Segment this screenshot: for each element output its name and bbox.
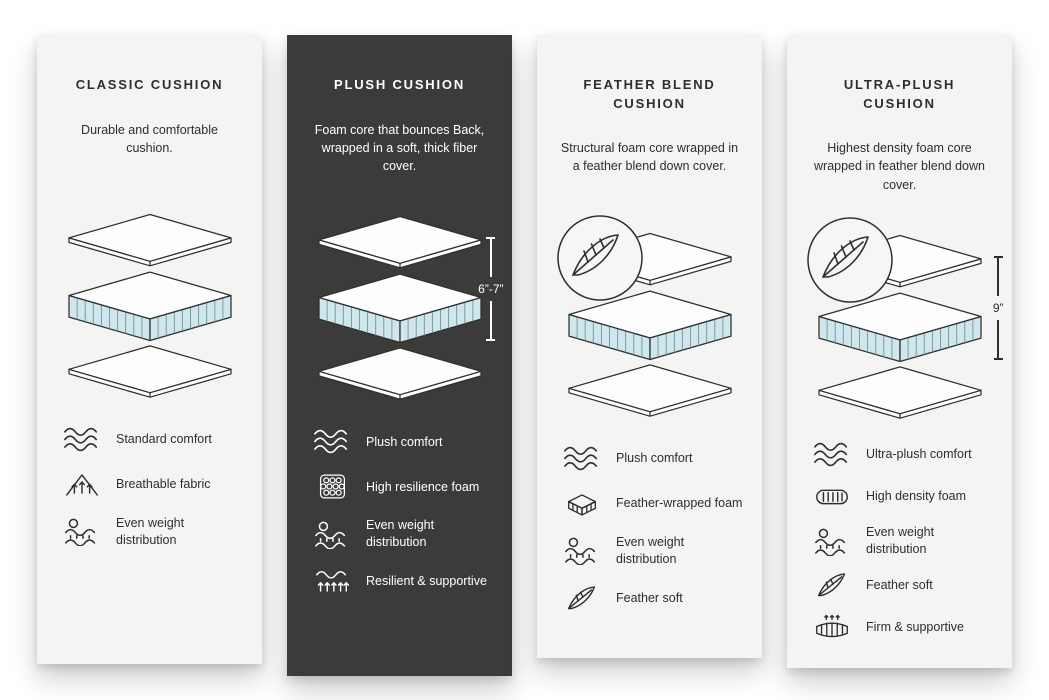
- breathable-icon: [61, 470, 103, 499]
- feature-item: Breathable fabric: [61, 470, 244, 499]
- feature-item: Even weight distribution: [61, 515, 244, 549]
- measurement-label: 6”-7”: [478, 282, 504, 297]
- measure-cap: [993, 256, 1003, 259]
- feature-item: High density foam: [811, 482, 994, 511]
- feature-label: Feather soft: [866, 577, 933, 592]
- card-ultra-plush-cushion: ULTRA-PLUSH CUSHION Highest density foam…: [787, 35, 1012, 668]
- weight-distribution-icon: [61, 517, 103, 547]
- feature-item: Plush comfort: [561, 444, 744, 473]
- card-plush-cushion: PLUSH CUSHION Foam core that bounces Bac…: [287, 35, 512, 676]
- card-feather-blend-cushion: FEATHER BLEND CUSHION Structural foam co…: [537, 35, 762, 658]
- feature-list: Ultra-plush comfort High density foam Ev…: [805, 440, 994, 642]
- feature-item: Standard comfort: [61, 425, 244, 454]
- feature-label: Plush comfort: [616, 450, 693, 465]
- card-title: ULTRA-PLUSH CUSHION: [843, 76, 956, 111]
- cushion-illustration: [556, 214, 740, 420]
- card-title: FEATHER BLEND CUSHION: [583, 76, 716, 111]
- waves-icon: [561, 444, 603, 473]
- waves-icon: [811, 440, 853, 469]
- weight-distribution-icon: [811, 527, 853, 556]
- feature-label: Even weight distribution: [366, 518, 435, 550]
- weight-distribution-icon: [311, 520, 353, 549]
- measure-cap: [486, 339, 496, 342]
- measure-cap: [486, 237, 496, 240]
- measure-line: [490, 301, 492, 340]
- feature-label: Firm & supportive: [866, 619, 964, 634]
- feature-label: Standard comfort: [116, 432, 212, 447]
- feature-item: Even weight distribution: [811, 524, 994, 558]
- measure-cap: [993, 358, 1003, 361]
- cushion-illustration: 9”: [806, 217, 1004, 422]
- measure-line: [997, 258, 999, 297]
- cushion-illustration: [60, 209, 240, 401]
- cushion-comparison-board: CLASSIC CUSHION Durable and comfortable …: [37, 35, 1012, 676]
- card-description: Highest density foam core wrapped in fea…: [814, 141, 985, 192]
- card-classic-cushion: CLASSIC CUSHION Durable and comfortable …: [37, 35, 262, 664]
- feather-badge-icon: [556, 214, 643, 301]
- cushion-layers-diagram: [67, 213, 232, 398]
- measure-line: [490, 239, 492, 278]
- foam-block-icon: [561, 489, 603, 518]
- density-foam-icon: [811, 482, 853, 511]
- measure-line: [997, 320, 999, 359]
- feature-label: Even weight distribution: [616, 534, 685, 566]
- card-description: Structural foam core wrapped in a feathe…: [560, 141, 739, 174]
- feature-list: Plush comfort High resilience foam Even …: [305, 427, 494, 596]
- feature-label: Resilient & supportive: [366, 574, 487, 589]
- card-description: Durable and comfortable cushion.: [81, 122, 218, 155]
- card-title: PLUSH CUSHION: [333, 76, 466, 92]
- feature-label: Feather soft: [616, 590, 683, 605]
- feature-label: High resilience foam: [366, 479, 480, 494]
- feature-item: Resilient & supportive: [311, 567, 494, 596]
- waves-icon: [311, 427, 353, 456]
- feature-label: Ultra-plush comfort: [866, 447, 972, 462]
- feature-item: Feather soft: [811, 571, 994, 600]
- cushion-layers-diagram: [317, 216, 482, 401]
- feather-icon: [811, 571, 853, 600]
- feature-item: Even weight distribution: [561, 534, 744, 568]
- feather-badge-icon: [806, 217, 893, 303]
- feature-item: Feather soft: [561, 584, 744, 613]
- feature-label: Plush comfort: [366, 434, 443, 449]
- feather-badge: [555, 213, 645, 303]
- feather-icon: [561, 584, 603, 613]
- feature-item: Ultra-plush comfort: [811, 440, 994, 469]
- springs-icon: [311, 567, 353, 596]
- feature-item: Feather-wrapped foam: [561, 489, 744, 518]
- feature-label: Even weight distribution: [116, 516, 185, 547]
- card-title: CLASSIC CUSHION: [75, 76, 224, 92]
- weight-distribution-icon: [561, 536, 603, 566]
- feature-label: Even weight distribution: [866, 525, 935, 556]
- height-measurement: 9”: [992, 256, 1004, 361]
- waves-icon: [61, 425, 103, 454]
- feature-list: Plush comfort Feather-wrapped foam Even …: [555, 444, 744, 613]
- coil-icon: [811, 613, 853, 642]
- cushion-illustration: 6”-7”: [310, 211, 504, 403]
- feature-item: High resilience foam: [311, 472, 494, 501]
- height-measurement: 6”-7”: [478, 237, 504, 342]
- feature-item: Even weight distribution: [311, 517, 494, 551]
- feather-badge: [805, 215, 895, 305]
- measurement-label: 9”: [992, 301, 1004, 316]
- feature-label: Feather-wrapped foam: [616, 495, 743, 510]
- feature-label: Breathable fabric: [116, 477, 211, 492]
- feature-item: Firm & supportive: [811, 613, 994, 642]
- feature-list: Standard comfort Breathable fabric Even …: [55, 425, 244, 549]
- foam-bubbles-icon: [311, 472, 353, 501]
- feature-label: High density foam: [866, 489, 967, 504]
- card-description: Foam core that bounces Back, wrapped in …: [314, 122, 485, 173]
- feature-item: Plush comfort: [311, 427, 494, 456]
